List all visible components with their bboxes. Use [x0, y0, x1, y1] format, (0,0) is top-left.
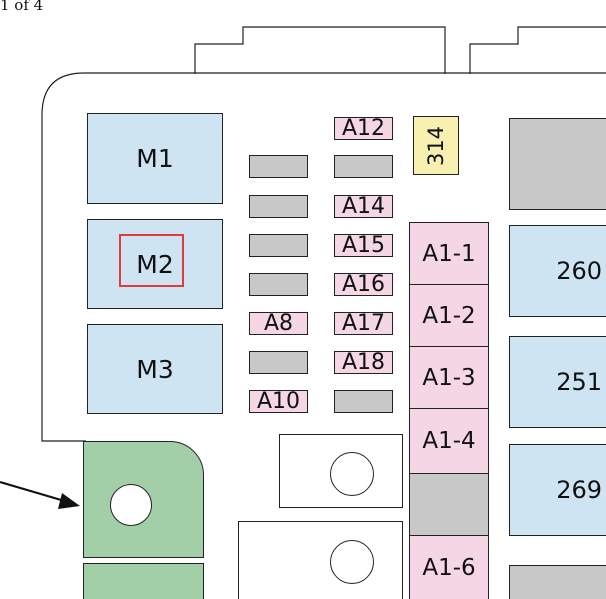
relay-m3-label: M3	[136, 354, 174, 384]
relay-260: 260	[509, 225, 606, 317]
fuse-a16-label: A16	[341, 272, 386, 297]
connector-hole	[330, 452, 374, 496]
fuse-a17: A17	[334, 311, 393, 336]
right-slot-empty	[509, 565, 606, 599]
highlight-box	[119, 234, 184, 287]
fuse-a14: A14	[334, 194, 393, 219]
relay-260-label: 260	[556, 257, 602, 285]
fuse-a12-label: A12	[341, 116, 386, 141]
fuse-a1-3: A1-3	[409, 346, 489, 409]
fuse-a8-label: A8	[263, 311, 294, 336]
relay-251-label: 251	[556, 368, 602, 396]
page-indicator: 1 of 4	[0, 0, 44, 14]
relay-m2-label: M2	[136, 249, 174, 279]
connector-block-lower	[238, 521, 403, 599]
relay-251: 251	[509, 336, 606, 428]
connector-block-upper	[279, 434, 403, 508]
fuse-a16: A16	[334, 272, 393, 297]
green-connector-lower	[83, 563, 204, 599]
fuse-a18: A18	[334, 350, 393, 375]
fuse-a1-2: A1-2	[409, 284, 489, 347]
pointer-arrow-line	[0, 480, 69, 504]
fuse-314-label: 314	[424, 125, 448, 166]
relay-m1: M1	[87, 113, 223, 204]
fuse-slot-empty	[249, 234, 308, 257]
fuse-a8: A8	[249, 311, 308, 336]
fuse-a1-6-label: A1-6	[422, 555, 476, 581]
connector-hole	[110, 484, 152, 526]
fuse-314: 314	[413, 116, 459, 175]
right-slot-empty	[509, 118, 606, 210]
fuse-slot-empty	[334, 390, 393, 413]
top-connector-right	[469, 26, 606, 74]
relay-m2: M2	[87, 219, 223, 309]
fuse-a10: A10	[249, 389, 308, 414]
fuse-slot-empty	[249, 351, 308, 374]
green-connector	[83, 441, 204, 558]
pointer-arrow-head	[58, 493, 80, 509]
fuse-a1-1: A1-1	[409, 222, 489, 285]
fuse-a1-4-label: A1-4	[422, 428, 476, 454]
fuse-slot-empty	[249, 273, 308, 296]
fuse-slot-empty	[249, 195, 308, 218]
top-connector-left	[194, 26, 446, 74]
connector-hole	[330, 540, 374, 584]
relay-m1-label: M1	[136, 144, 174, 173]
fuse-a1-4: A1-4	[409, 408, 489, 474]
relay-m3: M3	[87, 324, 223, 414]
fuse-a1-2-label: A1-2	[422, 302, 476, 329]
fuse-a1-1-label: A1-1	[422, 240, 476, 267]
fuse-a10-label: A10	[256, 389, 301, 414]
fuse-a15: A15	[334, 233, 393, 258]
fuse-slot-empty	[334, 155, 393, 178]
fuse-a1-5-empty	[409, 473, 489, 536]
fuse-a14-label: A14	[341, 194, 386, 219]
fuse-a1-6: A1-6	[409, 535, 489, 599]
housing-outline	[41, 72, 606, 442]
fuse-a1-3-label: A1-3	[422, 364, 476, 391]
relay-269: 269	[509, 444, 606, 536]
fuse-a15-label: A15	[341, 233, 386, 258]
fuse-a18-label: A18	[341, 350, 386, 375]
fuse-a17-label: A17	[341, 311, 386, 336]
fuse-a12: A12	[334, 116, 393, 141]
fuse-slot-empty	[249, 155, 308, 178]
relay-269-label: 269	[556, 476, 602, 504]
